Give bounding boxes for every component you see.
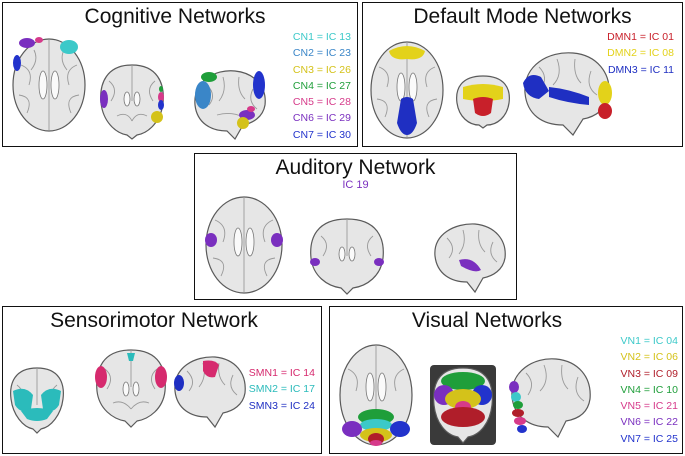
vn7-region <box>517 425 527 433</box>
vn6-region <box>509 381 519 393</box>
panel-subtitle: IC 19 <box>342 179 369 191</box>
vn4-region <box>441 372 485 390</box>
legend-item-cn2: CN2 = IC 23 <box>292 47 351 60</box>
legend-item-vn7: VN7 = IC 25 <box>620 432 679 445</box>
dmn3-region-2 <box>549 87 589 105</box>
panel-title: Visual Networks <box>411 309 563 332</box>
brain-coronal-view-posterior <box>10 367 64 434</box>
brain-axial-view <box>205 196 283 294</box>
panel-visual-networks: Visual Networks VN1 = IC 04 VN2 <box>329 306 683 454</box>
legend-item-vn3: VN3 = IC 09 <box>620 367 679 380</box>
brain-coronal-view <box>456 75 510 129</box>
panel-title: Auditory Network <box>275 156 436 179</box>
vn3-region <box>512 409 524 417</box>
legend-item-smn1: SMN1 = IC 14 <box>248 367 315 379</box>
panel-title: Default Mode Networks <box>413 5 632 28</box>
vn1-region <box>360 419 392 431</box>
legend-item-cn6: CN6 = IC 29 <box>292 112 351 125</box>
smn1-region-left <box>95 366 107 388</box>
legend-item-smn2: SMN2 = IC 17 <box>248 383 315 396</box>
smn3-region <box>174 375 184 391</box>
auditory-region-left <box>310 258 320 266</box>
legend-item-vn1: VN1 = IC 04 <box>620 335 679 347</box>
panel-auditory-network: Auditory Network IC 19 <box>194 153 517 300</box>
legend-item-dmn1: DMN1 = IC 01 <box>607 31 674 43</box>
cn4-region <box>201 72 217 82</box>
legend: VN1 = IC 04 VN2 = IC 06 VN3 = IC 09 VN4 … <box>621 333 679 447</box>
auditory-region-left <box>205 233 217 247</box>
brain-sagittal-view <box>509 358 591 439</box>
legend-item-cn1: CN1 = IC 13 <box>292 31 351 43</box>
dmn1-region <box>598 103 612 119</box>
cn6-region <box>100 90 108 108</box>
legend-item-dmn2: DMN2 = IC 08 <box>607 47 674 60</box>
cn5-region <box>247 106 255 112</box>
vn5-region <box>370 440 382 446</box>
panel-title: Sensorimotor Network <box>50 309 258 332</box>
legend-item-cn7: CN7 = IC 30 <box>292 128 351 141</box>
cn1-region <box>60 40 78 54</box>
legend-item-vn2: VN2 = IC 06 <box>620 351 679 364</box>
vn6-region <box>342 421 362 437</box>
auditory-region <box>459 259 481 272</box>
auditory-region-right <box>374 258 384 266</box>
vn2-region <box>445 389 481 409</box>
auditory-region-right <box>271 233 283 247</box>
dmn3-region <box>523 75 549 99</box>
cn5-region <box>158 92 164 102</box>
dmn1-region <box>473 97 493 116</box>
smn1-region <box>203 360 219 378</box>
brain-axial-view <box>12 37 86 132</box>
legend-item-vn4: VN4 = IC 10 <box>620 383 679 396</box>
legend-item-vn6: VN6 = IC 22 <box>620 416 679 429</box>
legend-item-cn3: CN3 = IC 26 <box>292 63 351 76</box>
brain-axial-view <box>370 41 444 139</box>
vn7-region <box>390 421 410 437</box>
cn4-region <box>159 86 163 92</box>
smn2-region-3 <box>21 408 53 421</box>
brain-axial-view <box>339 344 413 446</box>
vn3-region <box>441 407 485 427</box>
brain-coronal-view <box>430 365 496 445</box>
dmn3-region <box>397 97 417 135</box>
cn5-region <box>35 37 43 43</box>
cn3-region <box>237 117 249 129</box>
brain-sagittal-view <box>523 52 612 136</box>
legend-item-dmn3: DMN3 = IC 11 <box>607 63 674 76</box>
brain-coronal-view <box>310 218 384 295</box>
cn6-region <box>19 38 35 48</box>
panel-default-mode-networks: Default Mode Networks DMN1 = IC 01 DMN2 … <box>362 2 683 147</box>
brain-sagittal-view <box>174 356 246 429</box>
smn2-region <box>127 353 135 361</box>
vn1-region <box>511 392 521 402</box>
legend: DMN1 = IC 01 DMN2 = IC 08 DMN3 = IC 11 <box>607 29 674 78</box>
smn2-region-2 <box>41 388 61 412</box>
cn3-region <box>151 111 163 123</box>
panel-cognitive-networks: Cognitive Networks CN1 = IC 13 CN <box>2 2 358 147</box>
panel-title: Cognitive Networks <box>84 5 266 28</box>
cn7-region <box>158 100 164 110</box>
smn2-region <box>13 388 33 412</box>
legend-item-vn5: VN5 = IC 21 <box>620 400 679 413</box>
brain-sagittal-view <box>434 223 506 294</box>
dmn2-region <box>598 81 612 105</box>
dmn2-region <box>389 46 425 60</box>
brain-sagittal-view <box>194 70 266 140</box>
legend-item-smn3: SMN3 = IC 24 <box>248 399 315 412</box>
cn2-region <box>195 81 211 109</box>
panel-sensorimotor-network: Sensorimotor Network SMN1 = IC 14 SMN2 =… <box>2 306 322 454</box>
legend: CN1 = IC 13 CN2 = IC 23 CN3 = IC 26 CN4 … <box>293 29 351 143</box>
cn7-region <box>253 71 265 99</box>
legend-item-cn4: CN4 = IC 27 <box>292 79 351 92</box>
vn4-region <box>513 401 523 409</box>
legend-item-cn5: CN5 = IC 28 <box>292 96 351 109</box>
vn5-region <box>514 417 526 425</box>
brain-coronal-view <box>100 64 164 140</box>
dmn2-region <box>463 84 503 101</box>
cn7-region <box>13 55 21 71</box>
brain-coronal-view <box>95 349 167 428</box>
smn1-region-right <box>155 366 167 388</box>
legend: SMN1 = IC 14 SMN2 = IC 17 SMN3 = IC 24 <box>249 365 315 414</box>
